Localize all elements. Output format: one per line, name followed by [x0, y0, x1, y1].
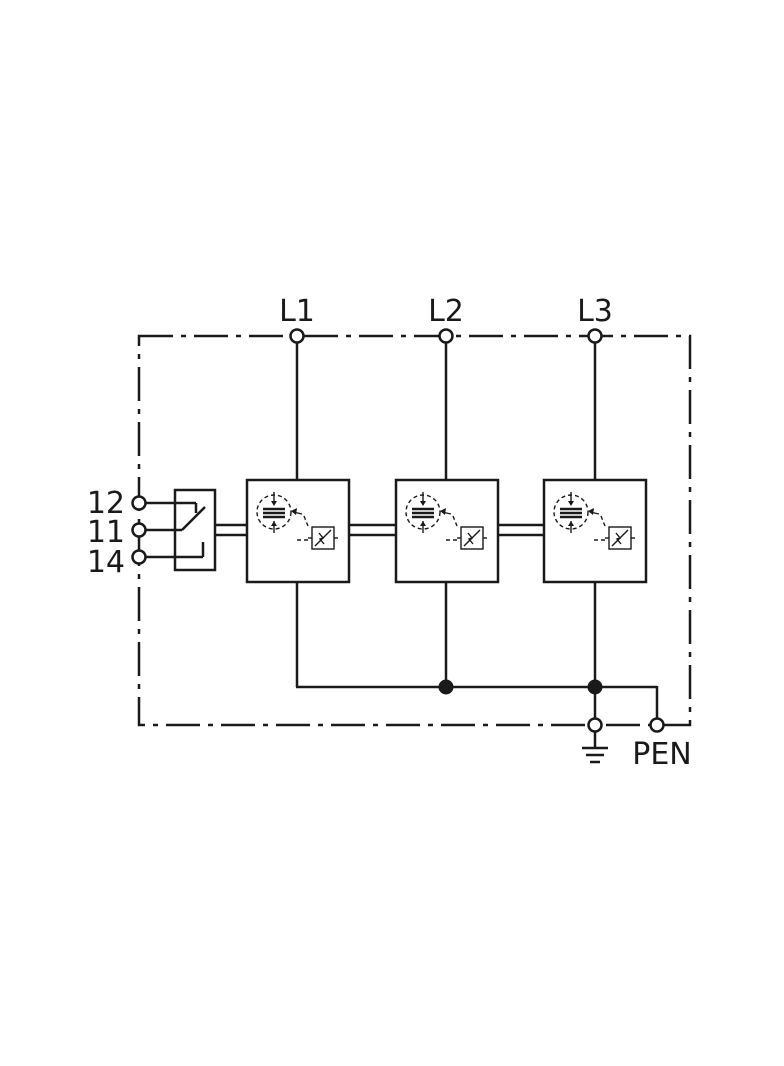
status-indicator-icon	[605, 526, 635, 550]
varistor-icon	[553, 492, 600, 533]
phase-label-l3: L3	[577, 294, 613, 329]
junction-dot-l2	[438, 679, 454, 695]
protection-module-l3	[542, 478, 648, 584]
contact-label-14: 14	[87, 545, 125, 580]
ground-icon	[582, 732, 608, 764]
varistor-icon	[405, 492, 452, 533]
phase-label-l2: L2	[428, 294, 464, 329]
terminal-earth	[587, 717, 603, 733]
contact-label-11: 11	[87, 515, 125, 550]
terminal-12	[131, 495, 147, 511]
contact-label-12: 12	[87, 486, 125, 521]
terminal-l2	[438, 328, 454, 344]
status-indicator-icon	[308, 526, 338, 550]
status-indicator-icon	[457, 526, 487, 550]
protection-module-l2	[394, 478, 500, 584]
junction-dot-l3	[587, 679, 603, 695]
terminal-pen	[649, 717, 665, 733]
terminal-11	[131, 522, 147, 538]
remote-signal-contact	[145, 488, 217, 572]
terminal-14	[131, 549, 147, 565]
phase-label-l1: L1	[279, 294, 315, 329]
terminal-l3	[587, 328, 603, 344]
varistor-icon	[256, 492, 303, 533]
device-enclosure-outline	[137, 334, 692, 727]
mechanical-linkage	[215, 523, 544, 537]
protection-module-l1	[245, 478, 351, 584]
terminal-l1	[289, 328, 305, 344]
pen-label: PEN	[632, 737, 692, 772]
